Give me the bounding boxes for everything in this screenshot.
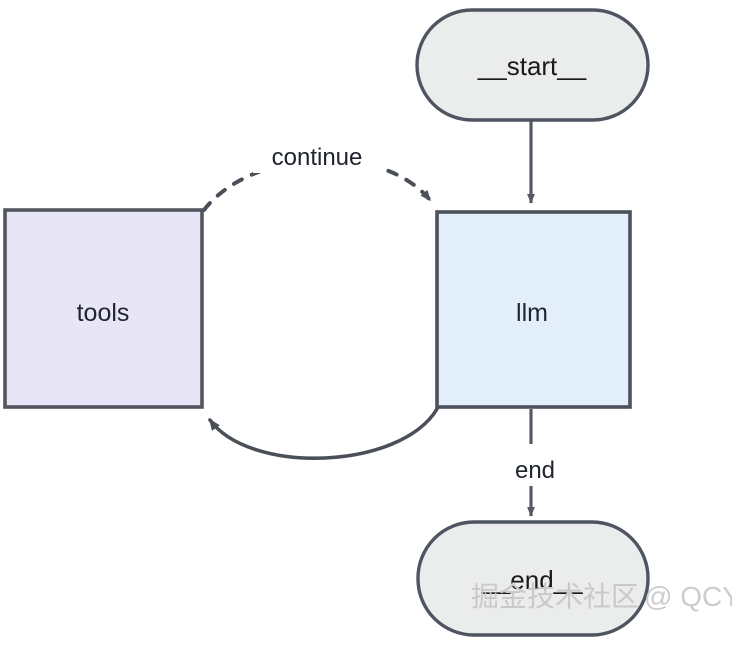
- edge-label-end-bg: [506, 452, 562, 484]
- node-start-label: __start__: [477, 51, 587, 81]
- edge-label-end-group: end: [506, 452, 562, 484]
- edge-label-end: end: [515, 457, 555, 484]
- watermark: 掘金技术社区 @ QCY: [471, 581, 732, 612]
- node-llm-label: llm: [516, 299, 548, 327]
- node-tools-label: tools: [77, 299, 130, 327]
- watermark-cjk-text: 掘金技术社区: [471, 581, 639, 612]
- node-end-label: __end__: [480, 565, 583, 595]
- node-start-shape[interactable]: [415, 8, 650, 122]
- node-llm-shape[interactable]: [435, 210, 632, 409]
- edge-llm-to-tools: [208, 407, 439, 460]
- node-end[interactable]: __end__: [416, 520, 650, 637]
- node-tools-shape[interactable]: [3, 208, 204, 409]
- watermark-latin-text: @ QCY: [644, 581, 732, 612]
- node-llm[interactable]: llm: [435, 210, 632, 409]
- edge-label-continue-bg: [253, 139, 381, 173]
- edge-label-continue-group: continue: [253, 139, 381, 173]
- node-tools[interactable]: tools: [3, 208, 204, 409]
- node-start[interactable]: __start__: [415, 8, 650, 122]
- edge-label-continue: continue: [272, 144, 363, 171]
- node-end-shape[interactable]: [416, 520, 650, 637]
